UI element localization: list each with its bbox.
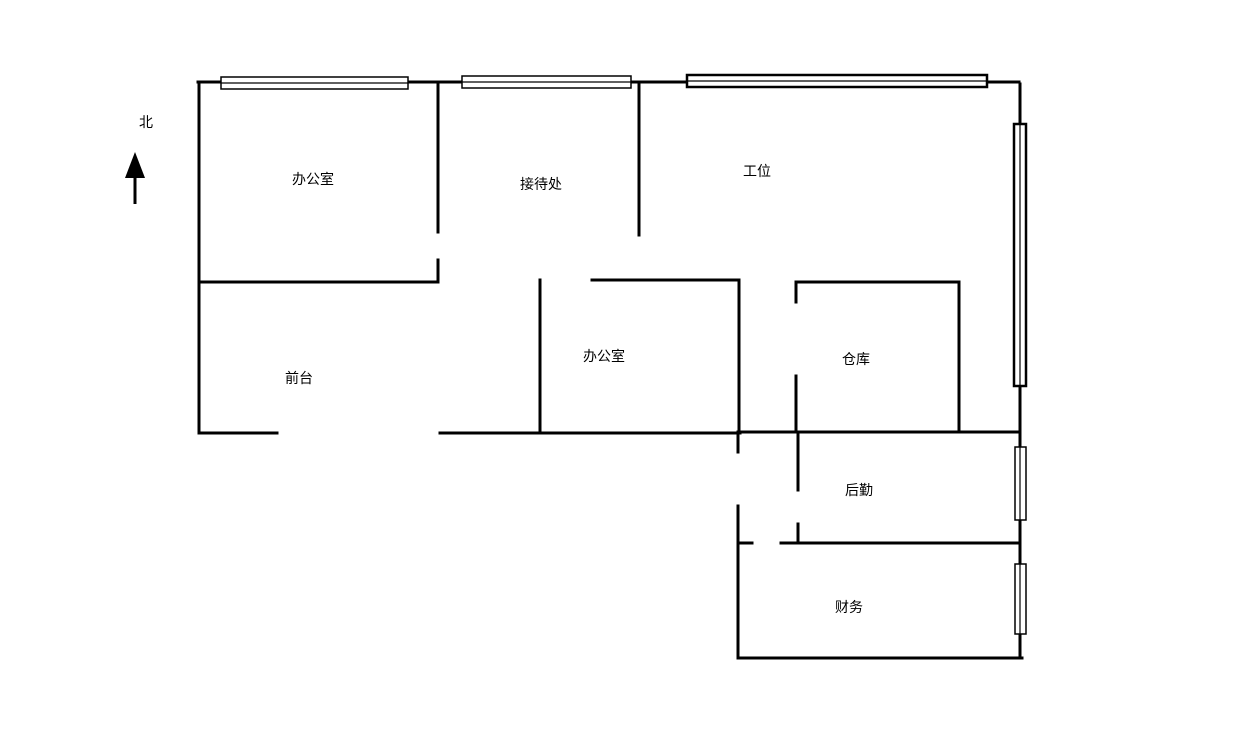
room-label-office-1: 办公室 <box>292 171 334 188</box>
window-east-long <box>1012 122 1028 388</box>
room-label-reception: 接待处 <box>520 176 562 193</box>
room-label-finance: 财务 <box>835 600 863 616</box>
room-labels: 办公室 接待处 工位 前台 办公室 仓库 后勤 财务 <box>285 164 873 616</box>
window-workstation <box>685 73 989 89</box>
room-label-workstation: 工位 <box>743 164 771 180</box>
room-label-logistics: 后勤 <box>845 483 873 499</box>
room-label-front-desk: 前台 <box>285 370 313 387</box>
compass: 北 <box>125 115 153 204</box>
walls <box>196 80 1024 660</box>
north-arrow-icon <box>125 152 145 204</box>
room-label-office-2: 办公室 <box>583 348 625 365</box>
windows <box>220 73 1028 635</box>
window-logistics <box>1014 446 1027 521</box>
room-label-storage: 仓库 <box>842 352 870 368</box>
window-finance <box>1014 563 1027 635</box>
north-label: 北 <box>139 115 153 131</box>
window-office1 <box>220 76 409 90</box>
window-reception <box>461 75 632 89</box>
